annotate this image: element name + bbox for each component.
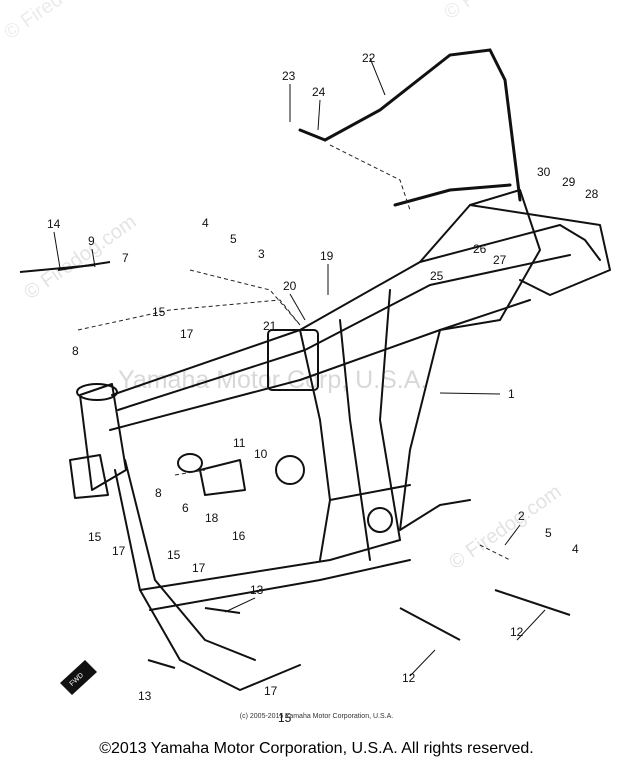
frame-drawing	[69, 189, 611, 691]
callout-23: 23	[282, 69, 296, 83]
forward-arrow: FWD	[60, 660, 97, 695]
grab-rail	[298, 48, 522, 207]
watermark-site-3: © Firedog.com	[0, 0, 120, 44]
callout-8b: 8	[155, 486, 162, 500]
leader-lines	[77, 144, 511, 561]
callout-18: 18	[205, 511, 219, 525]
callout-1: 1	[508, 387, 515, 401]
callout-6: 6	[182, 501, 189, 515]
callout-15: 15	[152, 305, 166, 319]
callout-12b: 12	[402, 671, 416, 685]
bolts	[19, 261, 571, 669]
callout-13: 13	[250, 583, 264, 597]
callout-25: 25	[430, 269, 444, 283]
callout-17c: 17	[192, 561, 206, 575]
callout-17d: 17	[264, 684, 278, 698]
callout-3: 3	[258, 247, 265, 261]
callout-28: 28	[585, 187, 599, 201]
callout-12: 12	[510, 625, 524, 639]
small-copyright: (c) 2005-2015 Yamaha Motor Corporation, …	[239, 713, 394, 720]
copyright-footer: ©2013 Yamaha Motor Corporation, U.S.A. A…	[99, 740, 534, 757]
callout-14: 14	[47, 217, 61, 231]
callout-22: 22	[362, 51, 376, 65]
callout-13b: 13	[138, 689, 152, 703]
callout-2: 2	[518, 509, 525, 523]
callout-leaders	[53, 57, 546, 677]
callout-4: 4	[202, 216, 209, 230]
callout-7: 7	[122, 251, 129, 265]
callout-29: 29	[562, 175, 576, 189]
callout-24: 24	[312, 85, 326, 99]
callout-30: 30	[537, 165, 551, 179]
callout-27: 27	[493, 253, 507, 267]
callout-9: 9	[88, 234, 95, 248]
callout-11: 11	[233, 436, 246, 450]
watermark-site-4: © Firedog.com	[440, 0, 560, 24]
callout-10: 10	[254, 447, 268, 461]
callout-17b: 17	[112, 544, 126, 558]
callout-21: 21	[263, 319, 277, 333]
callout-20: 20	[283, 279, 297, 293]
callout-17: 17	[180, 327, 194, 341]
callout-5: 5	[230, 232, 237, 246]
callout-15d: 15	[278, 711, 292, 725]
callout-15c: 15	[167, 548, 181, 562]
callout-19: 19	[320, 249, 334, 263]
callout-8: 8	[72, 344, 79, 358]
callout-15b: 15	[88, 530, 102, 544]
callout-4b: 4	[572, 542, 579, 556]
callout-26: 26	[473, 242, 487, 256]
callouts: 1 2 2 3 4 4 5 5 6 7 8 8 9 10 11 12 12 13…	[47, 51, 599, 725]
callout-5b: 5	[545, 526, 552, 540]
callout-16: 16	[232, 529, 246, 543]
